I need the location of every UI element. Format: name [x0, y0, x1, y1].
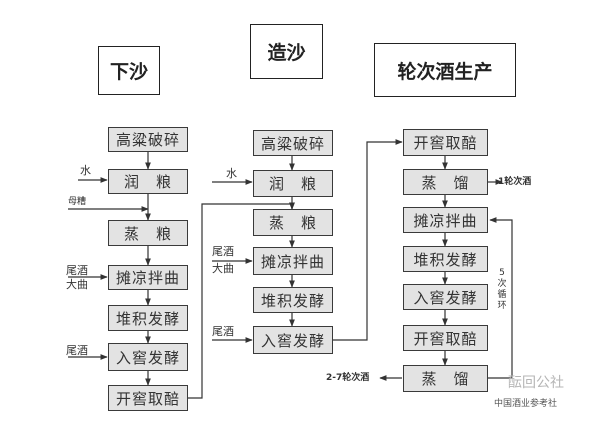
c2-step-stack-ferment: 堆积发酵 [253, 287, 333, 313]
c1-step-pit-ferment: 入窖发酵 [108, 343, 188, 371]
c1-label-daqu: 大曲 [66, 278, 88, 291]
c2-step-crush: 高粱破碎 [253, 130, 333, 156]
stage-title-zaosha: 造沙 [250, 24, 323, 79]
c2-label-water: 水 [226, 167, 237, 180]
c1-step-crush: 高粱破碎 [108, 127, 188, 152]
c1-step-stack-ferment: 堆积发酵 [108, 305, 188, 331]
c2-label-daqu: 大曲 [212, 262, 234, 275]
c2-label-weijiu: 尾酒 [212, 245, 234, 258]
c1-label-mucao: 母糟 [68, 197, 87, 207]
c3-step-distill: 蒸 馏 [403, 169, 488, 195]
c2-label-weijiu2: 尾酒 [212, 325, 234, 338]
c3-label-loop: 5次循环 [497, 268, 507, 311]
c1-step-moisten: 润 粮 [108, 169, 188, 194]
c2-step-moisten: 润 粮 [253, 170, 333, 197]
c1-label-weijiu2: 尾酒 [66, 344, 88, 357]
c3-step-cool-mix: 摊凉拌曲 [403, 207, 488, 233]
c3-step-pit-ferment: 入窖发酵 [403, 284, 488, 310]
c2-step-cool-mix: 摊凉拌曲 [253, 247, 333, 275]
c3-step-open-pit-2: 开窖取醅 [403, 325, 488, 351]
stage-title-xiasha: 下沙 [98, 46, 160, 95]
c1-step-cool-mix: 摊凉拌曲 [108, 265, 188, 290]
c2-step-steam: 蒸 粮 [253, 209, 333, 236]
link-c2-c3 [333, 139, 403, 341]
c1-label-weijiu: 尾酒 [66, 264, 88, 277]
c1-step-steam: 蒸 粮 [108, 220, 188, 246]
c2-step-pit-ferment: 入窖发酵 [253, 326, 333, 354]
c3-step-stack-ferment: 堆积发酵 [403, 246, 488, 272]
c3-label-first-output: 1轮次酒 [498, 177, 532, 187]
c3-label-later-output: 2-7轮次酒 [326, 373, 370, 383]
stage-title-lunci: 轮次酒生产 [374, 43, 516, 97]
loop-back [488, 217, 513, 379]
c1-step-open-pit: 开窖取醅 [108, 385, 188, 411]
watermark-a: 酝回公社 [508, 375, 564, 391]
link-c1-c2 [188, 203, 292, 399]
c3-step-open-pit: 开窖取醅 [403, 129, 488, 156]
watermark-b: 中国酒业参考社 [494, 399, 558, 409]
c3-step-distill-2: 蒸 馏 [403, 365, 488, 392]
c1-label-water: 水 [80, 164, 91, 177]
